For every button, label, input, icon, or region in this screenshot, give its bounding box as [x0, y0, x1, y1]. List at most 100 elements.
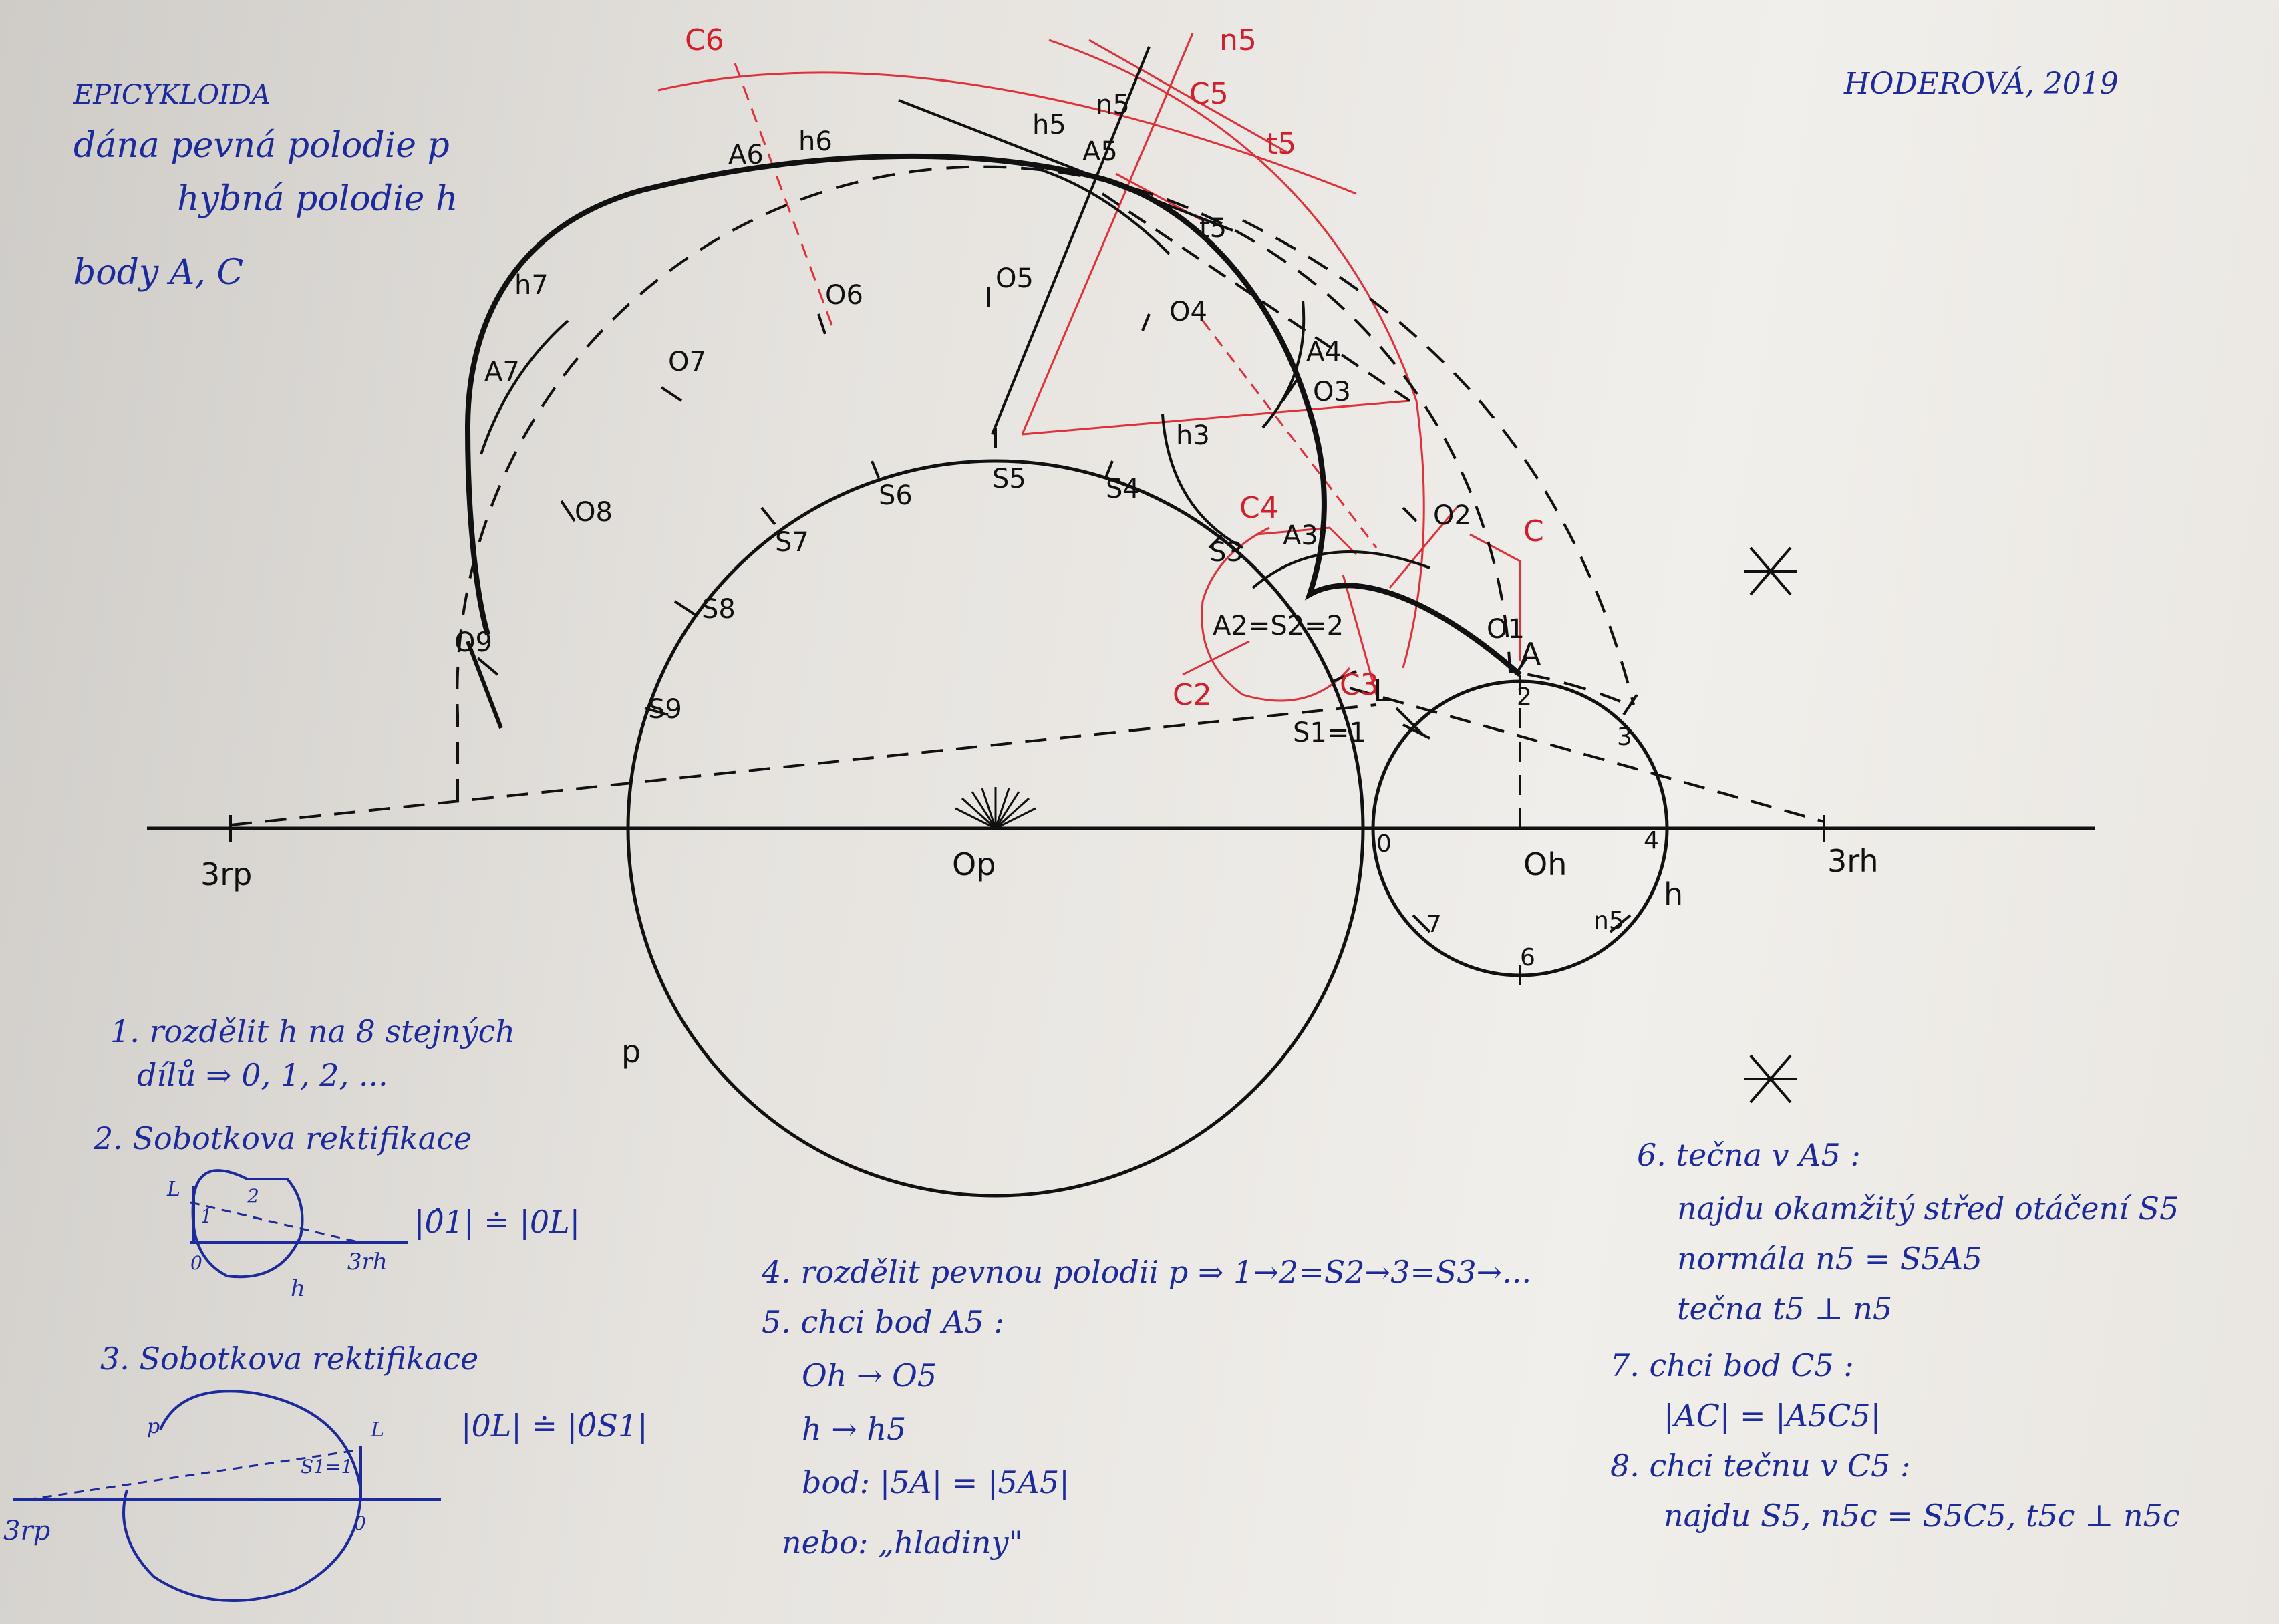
red-seg-2: [1388, 507, 1458, 589]
step-5-line-3: bod: |5A| = |5A5|: [802, 1464, 1070, 1500]
red-dash-c4: [1201, 320, 1378, 548]
red-arrow-c2: [1182, 640, 1250, 676]
step-2-title: 2. Sobotkova rektifikace: [93, 1120, 472, 1156]
sketch-2-2: 2: [247, 1185, 259, 1207]
sketch-3-dash: [26, 1448, 361, 1501]
label-h3: h3: [1176, 420, 1210, 451]
red-c-marker: [1469, 533, 1521, 661]
label-t5-black: t5: [1199, 213, 1227, 244]
label-c5: C5: [1189, 77, 1229, 111]
label-o2: O2: [1433, 500, 1471, 531]
steps-middle: 4. rozdělit pevnou polodii p ⇒ 1→2=S2→3=…: [761, 1254, 1531, 1561]
sketch-2-1: 1: [200, 1205, 212, 1227]
label-o7: O7: [668, 347, 706, 377]
label-a5: A5: [1082, 136, 1118, 167]
arc-h4: [1261, 300, 1306, 429]
sketch-step-2: L 1 2 0 3rh h: [166, 1169, 408, 1302]
step-5-title: 5. chci bod A5 :: [762, 1304, 1004, 1340]
step-3-title: 3. Sobotkova rektifikace: [100, 1341, 478, 1377]
step-6-line-2: normála n5 = S5A5: [1677, 1241, 1982, 1277]
red-line-s5: [1022, 399, 1410, 436]
label-c4: C4: [1239, 491, 1279, 525]
sketch-2-h: h: [291, 1275, 305, 1302]
sun-mark-op: [955, 787, 1036, 830]
step-1-line-2: dílů ⇒ 0, 1, 2, ...: [137, 1057, 388, 1093]
label-6: 6: [1520, 944, 1535, 971]
label-o8: O8: [575, 497, 613, 528]
label-l: L: [1373, 673, 1390, 709]
given-line-1: dána pevná polodie p: [73, 126, 450, 166]
red-arc-big: [1048, 39, 1425, 669]
step-7-eq: |AC| = |A5C5|: [1664, 1398, 1881, 1434]
step-3-eq: |0L| ≐ |0̂S1|: [461, 1408, 648, 1444]
label-s1: S1=1: [1293, 717, 1366, 748]
red-dash-c6: [734, 63, 837, 335]
sketch-2-0: 0: [190, 1252, 202, 1274]
label-s5: S5: [992, 464, 1026, 494]
steps-right: 6. tečna v A5 : najdu okamžitý střed otá…: [1610, 1137, 2180, 1534]
tangent-t5-red: [1088, 39, 1290, 155]
sketch-3-3rp: 3rp: [3, 1516, 50, 1547]
black-geometry: [147, 46, 2095, 1198]
label-5: n5: [1593, 907, 1624, 935]
label-o6: O6: [825, 280, 863, 311]
label-c: C: [1523, 514, 1544, 548]
label-t5-red: t5: [1266, 127, 1296, 161]
red-loop-c2: [1201, 526, 1351, 702]
label-4: 4: [1644, 827, 1659, 854]
red-construction: [657, 33, 1521, 702]
label-h7: h7: [514, 270, 549, 301]
title-epicykloida: EPICYKLOIDA: [73, 79, 271, 110]
label-7: 7: [1426, 911, 1442, 938]
sketch-3-s1: S1=1: [301, 1456, 353, 1478]
label-a3: A3: [1283, 520, 1318, 551]
rectification-line-rp: [230, 703, 1377, 826]
normal-n5-red: [1021, 33, 1194, 435]
label-oh: Oh: [1523, 846, 1567, 882]
label-op: Op: [952, 846, 996, 882]
steps-left: 1. rozdělit h na 8 stejných dílů ⇒ 0, 1,…: [93, 1013, 648, 1444]
normal-n5: [991, 46, 1151, 435]
red-arc-c6: [657, 71, 1357, 195]
label-s4: S4: [1106, 474, 1140, 504]
label-o9: O9: [454, 627, 492, 658]
step-6-title: 6. tečna v A5 :: [1637, 1137, 1861, 1173]
label-h: h: [1664, 876, 1683, 913]
label-n5-black: n5: [1096, 90, 1130, 120]
label-h6: h6: [798, 126, 832, 157]
label-a-s2: A2=S2=2: [1213, 611, 1344, 641]
red-labels: C6 n5 C5 t5 C4 C3 C2 C: [685, 23, 1544, 712]
label-c3: C3: [1340, 668, 1379, 702]
label-s7: S7: [775, 527, 809, 558]
sketch-2-3rh: 3rh: [347, 1249, 388, 1275]
red-c3-line: [1342, 574, 1378, 695]
label-o4: O4: [1169, 297, 1207, 327]
asterisk-marks: [1744, 546, 1797, 1104]
given-line-3: body A, C: [73, 253, 243, 293]
label-n5-red: n5: [1219, 23, 1257, 57]
label-3rp: 3rp: [200, 856, 252, 892]
step-1-line-1: 1. rozdělit h na 8 stejných: [110, 1013, 515, 1049]
label-c6: C6: [685, 23, 724, 57]
step-6-line-3: tečna t5 ⊥ n5: [1677, 1291, 1892, 1327]
step-8-line: najdu S5, n5c = S5C5, t5c ⊥ n5c: [1664, 1498, 2180, 1534]
sketch-2-l: L: [166, 1178, 180, 1201]
label-p: p: [621, 1033, 641, 1070]
red-c4-poly: [1255, 526, 1358, 556]
step-7-title: 7. chci bod C5 :: [1610, 1347, 1854, 1384]
tangent-o9: [466, 640, 503, 729]
label-a4: A4: [1306, 337, 1342, 367]
arc-a3: [1251, 550, 1430, 589]
step-2-eq: |0̂1| ≐ |0L|: [414, 1204, 580, 1240]
label-0: 0: [1376, 830, 1392, 858]
tangent-t5: [898, 99, 1233, 232]
step-4: 4. rozdělit pevnou polodii p ⇒ 1→2=S2→3=…: [761, 1254, 1531, 1290]
label-s6: S6: [879, 480, 913, 511]
dashed-arc-outer: [1242, 219, 1635, 705]
label-o5: O5: [996, 263, 1034, 294]
sketch-3-l: L: [370, 1418, 384, 1442]
sketch-3-p: p: [147, 1415, 160, 1438]
label-2: 2: [1517, 683, 1532, 711]
